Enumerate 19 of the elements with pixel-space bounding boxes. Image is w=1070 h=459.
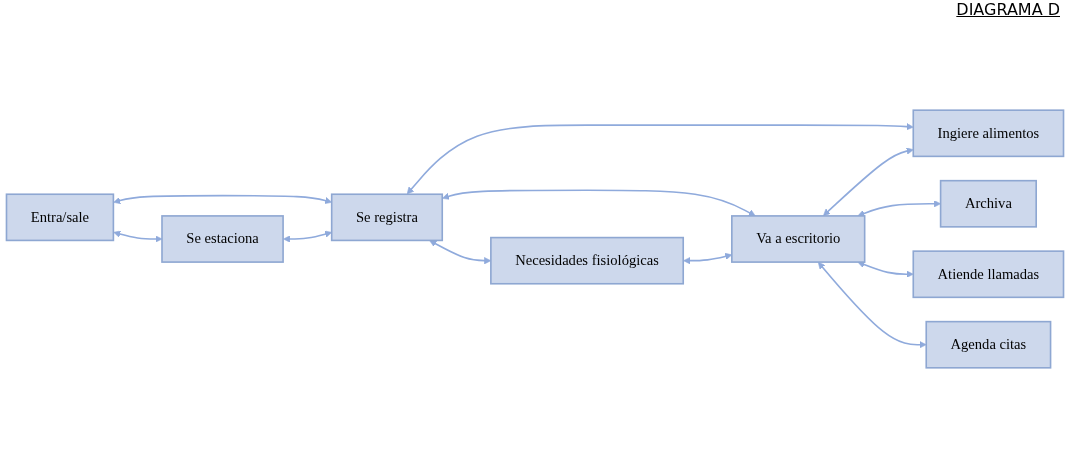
arrow <box>823 147 914 216</box>
arrow <box>442 189 756 217</box>
node-box: Se estaciona <box>161 215 284 263</box>
arrow <box>406 123 914 195</box>
node-box: Atiende llamadas <box>912 250 1065 299</box>
arrow <box>283 230 332 243</box>
node-box: Ingiere alimentos <box>912 109 1065 158</box>
arrow <box>857 261 914 278</box>
node-box: Agenda citas <box>925 320 1052 369</box>
node-box: Archiva <box>939 179 1037 228</box>
arrow <box>857 200 941 217</box>
node-box: Necesidades fisiológicas <box>490 236 685 285</box>
arrow <box>817 262 927 349</box>
node-box: Va a escritorio <box>731 215 866 263</box>
arrow <box>113 230 163 243</box>
node-box: Entra/sale <box>5 193 115 242</box>
diagram-title: DIAGRAMA D <box>956 0 1060 19</box>
node-box: Se registra <box>330 193 444 242</box>
arrow <box>113 194 332 205</box>
